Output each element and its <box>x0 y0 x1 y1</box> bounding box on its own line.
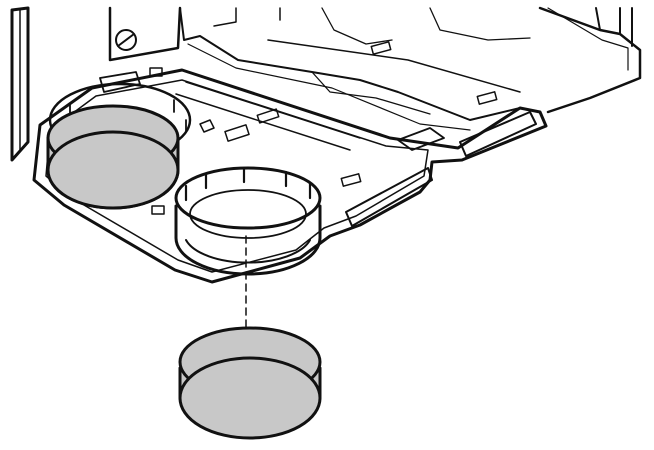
housing-right-bracket <box>397 127 445 151</box>
housing-partition-3 <box>311 71 431 115</box>
housing-top-frame-inner <box>187 43 471 131</box>
housing-partition-1 <box>267 39 521 93</box>
housing-slot-f <box>340 173 362 187</box>
housing-left-bracket <box>99 71 141 93</box>
detached-cap <box>178 326 322 440</box>
housing-top-edge <box>108 6 182 62</box>
terminal-strip-center <box>345 167 433 227</box>
housing-partition-4 <box>321 7 393 45</box>
screw-boss-icon <box>115 29 137 51</box>
detached-cap-face <box>178 356 322 440</box>
housing-right-wall <box>538 6 642 114</box>
housing-slot-c <box>149 67 163 77</box>
housing-slot-b <box>256 108 280 124</box>
unit-housing <box>10 6 642 284</box>
housing-top-frame <box>179 7 521 121</box>
center-spigot-inner-rim <box>189 189 307 239</box>
center-spigot-outer-wall <box>174 204 322 276</box>
center-spigot-bottom-lip <box>185 239 311 264</box>
housing-partition-5 <box>429 7 531 41</box>
housing-right-corner <box>595 7 633 47</box>
terminal-strip-right <box>459 111 537 157</box>
center-spigot-ribs <box>184 166 312 202</box>
housing-slot-d <box>370 41 392 55</box>
housing-left-wall <box>10 6 30 162</box>
left-spigot-with-cap <box>46 82 192 210</box>
housing-slot-g <box>151 205 165 215</box>
housing-right-wall-inner <box>547 7 629 71</box>
housing-slot-e <box>476 91 498 105</box>
center-open-spigot <box>174 166 322 276</box>
housing-slot-a <box>224 124 250 142</box>
housing-partition-2 <box>213 7 281 27</box>
center-spigot-top-rim <box>174 166 322 230</box>
housing-small-tab <box>199 119 215 133</box>
left-cap-face <box>46 130 180 210</box>
